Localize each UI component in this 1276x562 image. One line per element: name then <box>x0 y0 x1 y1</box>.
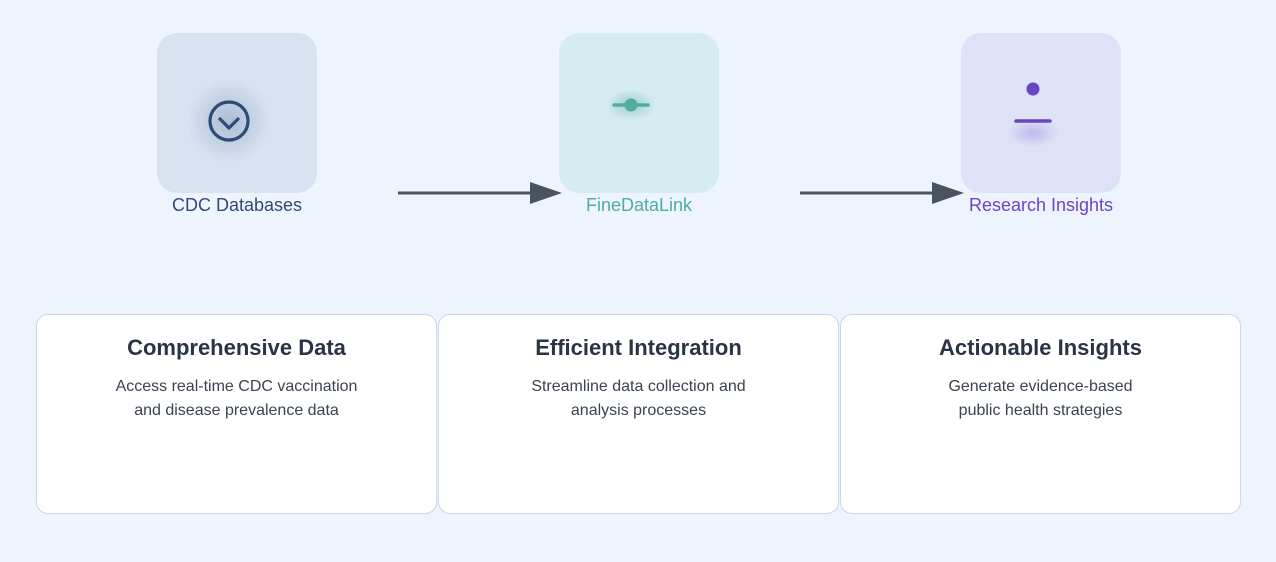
feature-card-efficient-integration: Efficient Integration Streamline data co… <box>438 314 839 514</box>
link-node-icon <box>605 89 657 121</box>
node-box <box>157 33 317 193</box>
node-label: Research Insights <box>968 195 1114 215</box>
feature-card-actionable-insights: Actionable Insights Generate evidence-ba… <box>840 314 1241 514</box>
flow-node-cdc-databases: CDC Databases <box>157 33 317 215</box>
chevron-down-circle-icon <box>187 79 271 163</box>
flow-arrow <box>798 182 968 206</box>
node-box <box>961 33 1121 193</box>
card-description: Generate evidence-based public health st… <box>948 378 1133 419</box>
node-box <box>559 33 719 193</box>
card-description: Access real-time CDC vaccination and dis… <box>115 378 358 419</box>
flow-node-research-insights: Research Insights <box>961 33 1121 215</box>
card-description: Streamline data collection and analysis … <box>531 378 746 419</box>
insight-person-icon <box>1007 82 1059 147</box>
flow-node-finedatalink: FineDataLink <box>559 33 719 215</box>
node-label: FineDataLink <box>585 195 693 215</box>
card-title: Actionable Insights <box>939 335 1142 360</box>
card-title: Comprehensive Data <box>127 335 346 360</box>
node-label: CDC Databases <box>171 195 303 215</box>
feature-card-comprehensive-data: Comprehensive Data Access real-time CDC … <box>36 314 437 514</box>
flow-arrow <box>396 182 566 206</box>
card-title: Efficient Integration <box>535 335 742 360</box>
